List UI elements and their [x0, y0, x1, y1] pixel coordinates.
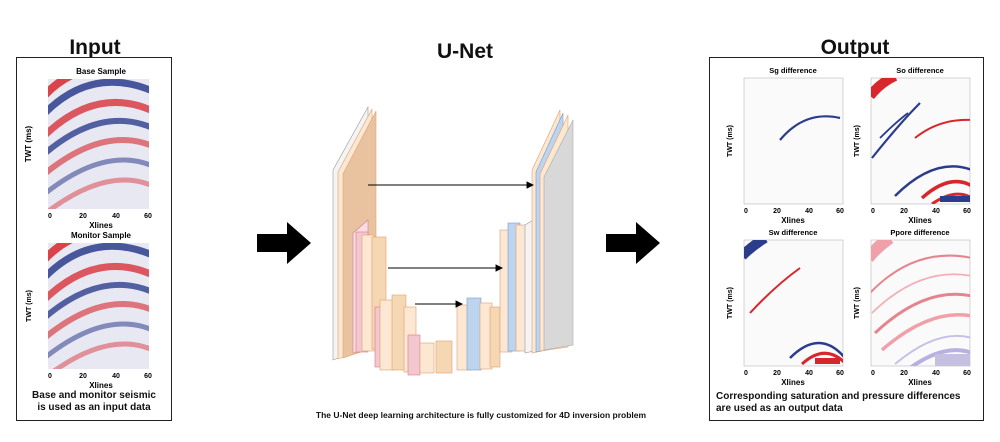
input-caption-line2: is used as an input data [37, 402, 151, 413]
right-arrow-icon [257, 222, 311, 264]
ppore-xtick: 40 [932, 370, 940, 377]
so-xtick: 20 [900, 208, 908, 215]
base-sample-title: Base Sample [76, 67, 126, 76]
monitor-xlabel: Xlines [89, 381, 113, 390]
right-arrow-icon [606, 222, 660, 264]
monitor-sample-title: Monitor Sample [71, 231, 132, 240]
unet-title: U-Net [437, 40, 493, 63]
unet-caption: The U-Net deep learning architecture is … [315, 410, 647, 420]
sg-plot [743, 77, 844, 205]
so-xtick: 60 [963, 208, 971, 215]
so-xtick: 40 [932, 208, 940, 215]
decoder-block-1 [531, 109, 574, 354]
monitor-sample-wavefronts [48, 243, 149, 369]
base-xtick: 20 [79, 213, 87, 220]
sw-xtick: 40 [805, 370, 813, 377]
sw-title: Sw difference [769, 228, 818, 237]
sw-xtick: 20 [773, 370, 781, 377]
output-plots: Sg difference So difference Sw differenc… [727, 66, 971, 387]
sw-xtick: 0 [744, 370, 748, 377]
sw-xtick: 60 [836, 370, 844, 377]
sg-xlabel: Xlines [781, 216, 805, 225]
monitor-xtick: 0 [48, 373, 52, 380]
sg-title: Sg difference [769, 66, 817, 75]
base-xlabel: Xlines [89, 221, 113, 230]
bottleneck-block [407, 334, 453, 376]
unet-architecture [332, 105, 574, 376]
input-caption: Base and monitor seismic is used as an i… [17, 390, 171, 414]
input-plots: Base Sample TWT (ms) 0 20 40 60 Xlines M… [24, 67, 152, 390]
sw-ylabel: TWT (ms) [727, 287, 734, 319]
base-xtick: 40 [112, 213, 120, 220]
skip-connections [368, 181, 535, 308]
sg-xtick: 20 [773, 208, 781, 215]
so-xtick: 0 [871, 208, 875, 215]
output-caption: Corresponding saturation and pressure di… [716, 391, 978, 415]
output-caption-line2: are used as an output data [716, 403, 843, 414]
sw-xlabel: Xlines [781, 378, 805, 387]
base-sample-wavefronts [48, 79, 149, 209]
sg-xtick: 40 [805, 208, 813, 215]
ppore-xtick: 20 [900, 370, 908, 377]
ppore-title: Ppore difference [890, 228, 949, 237]
ppore-xlabel: Xlines [908, 378, 932, 387]
ppore-xtick: 0 [871, 370, 875, 377]
output-title: Output [820, 36, 890, 59]
monitor-xtick: 40 [112, 373, 120, 380]
decoder-block-3 [456, 297, 501, 371]
output-caption-line1: Corresponding saturation and pressure di… [716, 391, 961, 402]
so-xlabel: Xlines [908, 216, 932, 225]
monitor-ylabel: TWT (ms) [26, 290, 33, 322]
so-ylabel: TWT (ms) [854, 125, 861, 157]
output-panel: Sg difference So difference Sw differenc… [709, 57, 984, 421]
monitor-xtick: 20 [79, 373, 87, 380]
sg-xtick: 60 [836, 208, 844, 215]
input-title: Input [69, 36, 121, 59]
input-caption-line1: Base and monitor seismic [32, 390, 156, 401]
ppore-xtick: 60 [963, 370, 971, 377]
base-ylabel: TWT (ms) [24, 125, 33, 162]
base-xtick: 60 [144, 213, 152, 220]
monitor-xtick: 60 [144, 373, 152, 380]
base-xtick: 0 [48, 213, 52, 220]
input-panel: Base Sample TWT (ms) 0 20 40 60 Xlines M… [16, 57, 172, 421]
sg-ylabel: TWT (ms) [727, 125, 734, 157]
sg-xtick: 0 [744, 208, 748, 215]
ppore-ylabel: TWT (ms) [854, 287, 861, 319]
so-title: So difference [896, 66, 944, 75]
